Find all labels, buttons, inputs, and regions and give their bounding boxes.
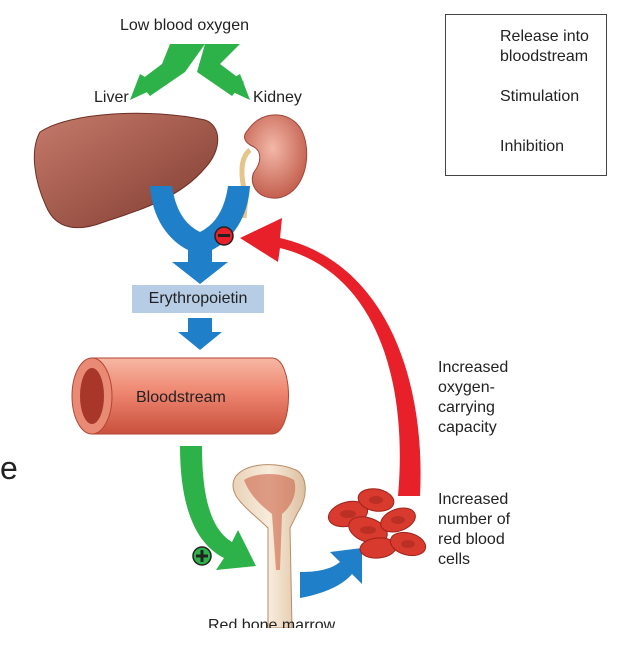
liver-illustration [33, 112, 219, 229]
red-cell-count-label: Increased number of red blood cells [438, 491, 511, 568]
legend-box: Release into bloodstream Stimulation Inh… [445, 14, 607, 176]
stimulation-arrow-to-marrow [180, 446, 256, 570]
legend-release-label: Release into bloodstream [500, 28, 589, 65]
liver-label: Liver [94, 89, 129, 106]
low-blood-oxygen-label: Low blood oxygen [120, 17, 249, 34]
release-y-arrow [150, 186, 250, 284]
legend-inhibition-label: Inhibition [500, 138, 565, 155]
stimulation-marker [192, 546, 212, 566]
bone-marrow-illustration [232, 464, 306, 629]
blood-vessel-illustration [71, 357, 289, 435]
kidney-illustration [239, 114, 308, 219]
release-arrow-to-red-cells [300, 548, 362, 598]
stimulation-fork-arrow [130, 44, 250, 100]
inhibition-arrow [240, 218, 421, 496]
legend-stimulation-label: Stimulation [500, 88, 580, 105]
inhibition-marker [214, 226, 234, 246]
kidney-label: Kidney [253, 89, 302, 106]
red-blood-cell-centers [340, 496, 415, 548]
oxygen-capacity-label: Increased oxygen- carrying capacity [438, 359, 509, 436]
bloodstream-label: Bloodstream [136, 389, 226, 406]
bottom-crop [0, 628, 630, 660]
cropped-letter: e [0, 450, 18, 486]
release-arrow-to-bloodstream [178, 318, 222, 350]
erythropoietin-label: Erythropoietin [132, 285, 264, 313]
